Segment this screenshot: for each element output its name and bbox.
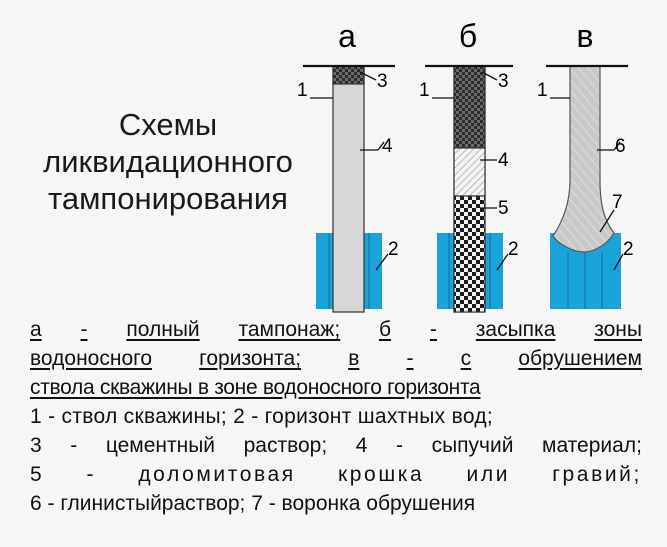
caption-word: зоны (594, 318, 642, 341)
loose-material-b (453, 147, 486, 197)
callout-v-1: 1 (537, 80, 548, 101)
caption-word: - (429, 318, 437, 341)
title-line-3: тампонирования (48, 181, 288, 216)
caption-word: горизонта; (199, 347, 302, 370)
caption-word: гравий; (552, 463, 642, 486)
scheme-a: 1 3 4 2 (297, 64, 399, 313)
caption-word: 4 (355, 434, 368, 457)
caption-word: крошка (337, 463, 425, 486)
caption-word: 3 (30, 434, 42, 457)
caption-word: обрушением (518, 347, 642, 370)
callout-v-7: 7 (612, 192, 623, 213)
caption-word: - (396, 434, 404, 457)
scheme-label-a: а (338, 18, 356, 54)
caption-word: цементный (105, 434, 216, 457)
callout-a-1: 1 (297, 80, 308, 101)
shaft-a (332, 65, 365, 313)
caption-word: или (466, 463, 511, 486)
title-line-2: ликвидационного (43, 144, 293, 179)
scheme-label-v: в (577, 18, 594, 54)
caption-word: сыпучий (431, 434, 514, 457)
caption-word: б (379, 318, 392, 341)
caption-word: в (348, 347, 360, 370)
callout-a-3: 3 (377, 71, 388, 92)
cement-b (453, 65, 486, 149)
callout-b-3: 3 (498, 71, 509, 92)
caption-word: - (80, 318, 88, 341)
caption-word: полный (126, 318, 200, 341)
caption-word: доломитовая (138, 463, 296, 486)
caption-line-1: а - полный тампонаж; б - засыпка зоны (30, 315, 642, 344)
shaft-schemes-diagram: а б в 1 3 4 2 1 3 4 5 (297, 18, 634, 313)
caption-line-2: водоносного горизонта; в - с обрушением (30, 344, 642, 373)
scheme-v: 1 6 7 2 (537, 64, 634, 309)
scheme-label-b: б (459, 18, 477, 54)
caption-word: с (460, 347, 472, 370)
callout-b-2: 2 (508, 239, 519, 260)
caption-line-3: ствола скважины в зоне водоносного гориз… (30, 376, 481, 399)
caption-word: водоносного (30, 347, 153, 370)
caption-line-6: 5 - доломитовая крошка или гравий; (30, 460, 642, 489)
caption-word: - (70, 434, 78, 457)
caption-line-5: 3 - цементный раствор; 4 - сыпучий матер… (30, 431, 642, 460)
callout-b-1: 1 (419, 80, 430, 101)
caption-word: материал; (542, 434, 642, 457)
gravel-b (453, 195, 486, 313)
caption-word: - (86, 463, 97, 486)
callout-a-2: 2 (388, 239, 399, 260)
callout-b-5: 5 (498, 198, 509, 219)
scheme-b: 1 3 4 5 2 (419, 64, 519, 313)
callout-v-6: 6 (615, 136, 626, 157)
callout-a-4: 4 (382, 136, 393, 157)
clay-shaft-v (552, 65, 615, 253)
legend-caption: а - полный тампонаж; б - засыпка зоны во… (30, 315, 642, 518)
caption-word: раствор; (243, 434, 328, 457)
caption-line-4: 1 - ствол скважины; 2 - горизонт шахтных… (30, 405, 494, 428)
callout-v-2: 2 (623, 239, 634, 260)
caption-word: - (406, 347, 414, 370)
caption-word: тампонаж; (238, 318, 341, 341)
caption-word: засыпка (475, 318, 556, 341)
cement-plug-a (332, 65, 365, 85)
caption-line-7: 6 - глинистыйраствор; 7 - воронка обруше… (30, 492, 476, 515)
caption-word: 5 (30, 463, 45, 486)
caption-word: а (30, 318, 42, 341)
callout-b-4: 4 (498, 150, 509, 171)
title-line-1: Схемы (118, 107, 218, 142)
diagram-title: Схемы ликвидационного тампонирования (18, 106, 318, 217)
